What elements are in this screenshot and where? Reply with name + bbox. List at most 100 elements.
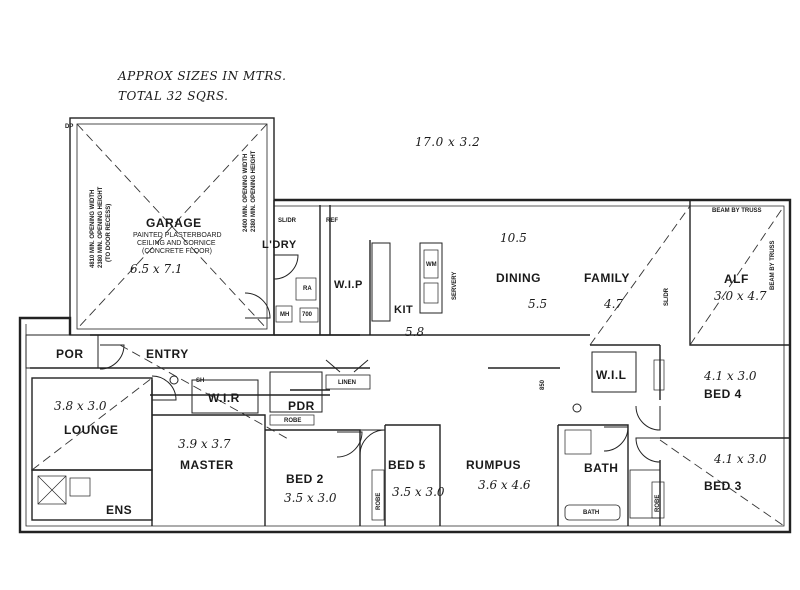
bed2-label: BED 2 <box>286 472 324 486</box>
bath-walls <box>557 424 629 526</box>
family-label: FAMILY <box>584 271 630 285</box>
kitchen-size: 5.8 <box>405 325 425 339</box>
door-entry <box>99 344 125 370</box>
bed3-label: BED 3 <box>704 479 742 493</box>
outer-wall <box>18 198 792 534</box>
master-walls <box>151 380 266 526</box>
wip-label: W.I.P <box>334 279 363 291</box>
bed5-walls <box>384 424 441 526</box>
bath-tub <box>564 504 621 521</box>
wir-label: W.I.R <box>208 391 240 405</box>
robe-bed2-label: ROBE <box>284 418 302 424</box>
garage-size: 6.5 x 7.1 <box>130 262 183 276</box>
rumpus-size: 3.6 x 4.6 <box>478 478 531 492</box>
shelf-850: 850 <box>540 379 546 390</box>
master-size: 3.9 x 3.7 <box>178 437 231 451</box>
garage-door2-note-1: 2400 MIN. OPENING WIDTH <box>243 153 249 232</box>
porch <box>25 334 99 369</box>
bath-label: BATH <box>584 461 619 475</box>
ra-label: RA <box>303 286 312 292</box>
dining-size: 5.5 <box>528 297 548 311</box>
diag-living <box>589 205 691 346</box>
alfresco-label: ALF <box>724 272 749 286</box>
lounge-label: LOUNGE <box>64 423 119 437</box>
rumpus-label: RUMPUS <box>466 458 522 472</box>
door-laundry <box>273 254 299 280</box>
linen-cupboard <box>325 374 371 390</box>
pdr-label: PDR <box>288 399 315 413</box>
door-bed5 <box>359 429 386 456</box>
light-hall <box>572 403 582 413</box>
door-bath <box>603 426 629 452</box>
hall-wall-north <box>30 334 660 369</box>
lounge-size: 3.8 x 3.0 <box>54 399 107 413</box>
bath-tub-label: BATH <box>583 510 600 516</box>
servery-label: SERVERY <box>452 271 458 300</box>
garage-detail-3: (CONCRETE FLOOR) <box>142 248 212 255</box>
laundry-label: L'DRY <box>262 239 297 251</box>
robe-bed3 <box>651 481 665 519</box>
family-sldr: SL/DR <box>664 288 670 306</box>
robe-bed2 <box>269 414 315 426</box>
wm-label: WM <box>426 262 437 268</box>
bed4-walls <box>659 345 790 439</box>
master-label: MASTER <box>180 458 234 472</box>
diag-hall <box>119 344 291 441</box>
diag-bed3 <box>659 439 785 527</box>
dining-span: 10.5 <box>500 231 527 245</box>
dining-label: DINING <box>496 271 541 285</box>
door-bed2 <box>336 431 363 458</box>
robe-bed5-label: ROBE <box>376 492 382 510</box>
wir-box <box>191 379 259 414</box>
ensuite-walls <box>31 469 153 521</box>
garage-label: GARAGE <box>146 216 202 230</box>
bed4-size: 4.1 x 3.0 <box>704 369 757 383</box>
bed5-label: BED 5 <box>388 458 426 472</box>
alfresco-size: 3.0 x 4.7 <box>714 289 767 303</box>
robe-bed4 <box>653 359 665 391</box>
entry-label: ENTRY <box>146 347 189 361</box>
door-master <box>151 375 177 401</box>
door-linen <box>325 359 369 373</box>
kitchen-bench <box>371 242 391 322</box>
ref-label: REF <box>326 218 338 224</box>
garage-detail-2: CEILING AND CORNICE <box>137 240 216 247</box>
light-entry <box>169 375 179 385</box>
diag-lounge <box>31 377 153 471</box>
note-sizes: APPROX SIZES IN MTRS. <box>118 69 287 83</box>
kitchen-island <box>419 242 443 314</box>
note-total: TOTAL 32 SQRS. <box>118 89 229 103</box>
garage-door-note-3: (TO DOOR RECESS) <box>106 203 112 262</box>
note-overall: 17.0 x 3.2 <box>415 135 481 149</box>
porch-label: POR <box>56 347 84 361</box>
wil-box <box>591 351 637 393</box>
garage-detail-1: PAINTED PLASTERBOARD <box>133 232 222 239</box>
pdr-box <box>269 371 323 413</box>
door-bed4 <box>635 405 661 431</box>
laundry-sldr: SL/DR <box>278 218 296 224</box>
shelf-700: 700 <box>302 312 313 318</box>
bed3-size: 4.1 x 3.0 <box>714 452 767 466</box>
bed4-label: BED 4 <box>704 387 742 401</box>
robe-bed3-label: ROBE <box>655 494 661 512</box>
garage-door-note-1: 4810 MIN. OPENING WIDTH <box>90 189 96 268</box>
door-garage <box>244 292 271 319</box>
diag-garage-1 <box>76 123 268 330</box>
linen-label: LINEN <box>338 380 356 386</box>
bed5-size: 3.5 x 3.0 <box>392 485 445 499</box>
mh-label: MH <box>280 312 290 318</box>
garage-door2-note-2: 2380 MIN. OPENING HEIGHT <box>251 150 257 232</box>
ens-label: ENS <box>106 503 133 517</box>
wip-walls <box>329 205 371 335</box>
sh-label: SH <box>196 378 205 384</box>
diag-garage-2 <box>76 123 268 330</box>
beam-1: BEAM BY TRUSS <box>712 208 762 214</box>
family-size: 4.7 <box>604 297 624 311</box>
beam-2: BEAM BY TRUSS <box>770 240 776 290</box>
hall-wall-south <box>150 389 330 396</box>
dp-label: DP <box>65 124 74 130</box>
robe-bed5 <box>371 469 385 521</box>
kitchen-label: KIT <box>394 304 414 316</box>
